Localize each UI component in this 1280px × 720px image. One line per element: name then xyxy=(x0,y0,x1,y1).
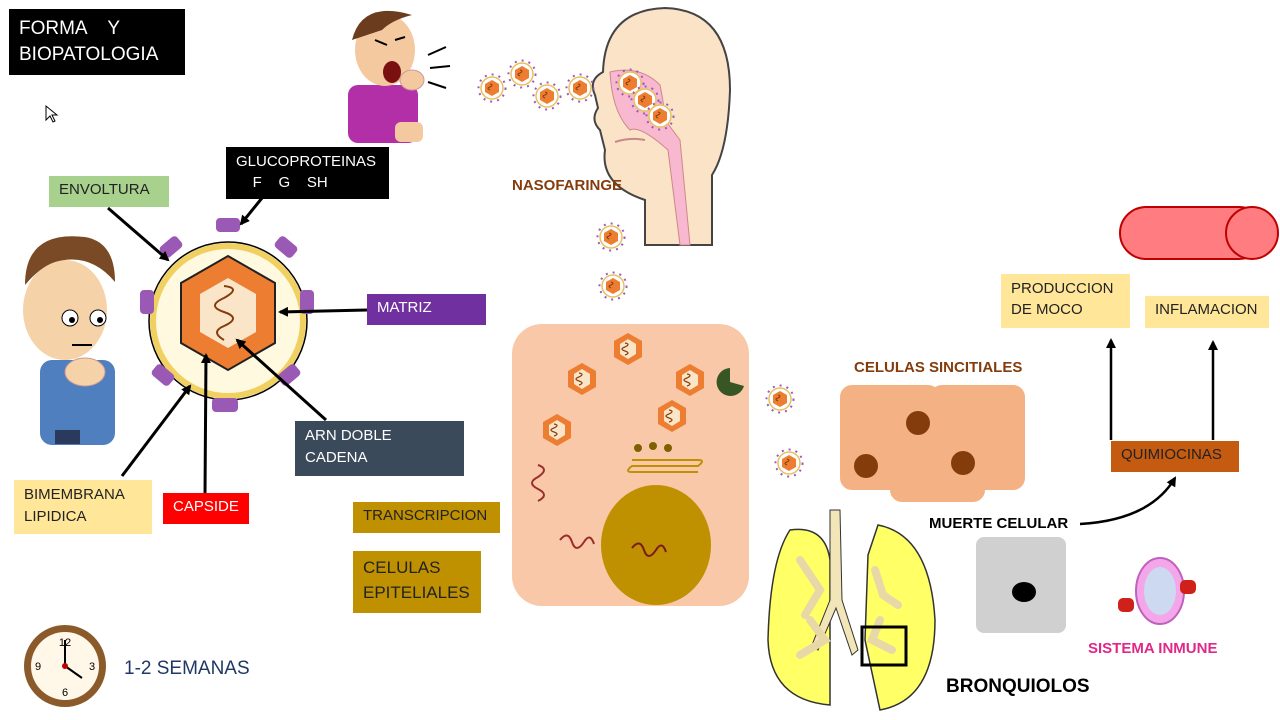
clock-number: 9 xyxy=(35,661,41,673)
label-celulas-epiteliales: CELULAS EPITELIALES xyxy=(353,551,481,613)
label-glucoproteinas: GLUCOPROTEINAS F G SH xyxy=(226,147,389,199)
virus-particle xyxy=(765,384,795,414)
lungs-illustration xyxy=(767,509,936,711)
clock-icon: 12 3 6 9 xyxy=(24,625,106,707)
thinking-person-illustration xyxy=(23,236,115,445)
label-sistema-inmune: SISTEMA INMUNE xyxy=(1088,640,1218,657)
label-capside: CAPSIDE xyxy=(163,493,249,524)
label-celulas-sincitiales: CELULAS SINCITIALES xyxy=(854,359,1023,376)
label-envoltura: ENVOLTURA xyxy=(49,176,169,207)
arrow-bimembrana xyxy=(120,384,192,477)
label-bimembrana-lipidica: BIMEMBRANA LIPIDICA xyxy=(14,480,152,534)
coughing-person-illustration xyxy=(348,10,451,143)
label-duracion: 1-2 SEMANAS xyxy=(124,658,250,679)
clock-number: 12 xyxy=(59,637,71,649)
arrow-arn xyxy=(235,338,328,422)
page-title: FORMA Y BIOPATOLOGIA xyxy=(9,9,185,75)
virus-particle xyxy=(596,222,626,252)
label-bronquiolos: BRONQUIOLOS xyxy=(946,676,1090,697)
label-muerte-celular: MUERTE CELULAR xyxy=(929,515,1069,532)
virus-particle xyxy=(532,81,562,111)
virus-particle xyxy=(598,271,628,301)
virus-particle xyxy=(477,73,507,103)
label-inflamacion: INFLAMACION xyxy=(1145,296,1269,328)
tube-illustration xyxy=(1119,206,1279,260)
virion-illustration xyxy=(140,218,314,412)
label-nasofaringe: NASOFARINGE xyxy=(512,177,623,194)
arrow-glucoproteinas xyxy=(239,197,264,226)
virus-particle xyxy=(565,73,595,103)
label-matriz: MATRIZ xyxy=(367,294,486,325)
syncytial-cells-illustration xyxy=(840,385,1025,502)
dead-cell-nucleus xyxy=(1012,582,1036,602)
arrow-capside xyxy=(200,353,211,495)
label-arn-doble-cadena: ARN DOBLE CADENA xyxy=(295,421,464,476)
virus-particle xyxy=(774,448,804,478)
arrow-matriz xyxy=(278,306,368,317)
label-quimiocinas: QUIMIOCINAS xyxy=(1111,441,1239,472)
arrow-envoltura xyxy=(107,206,170,262)
label-produccion-moco: PRODUCCION DE MOCO xyxy=(1001,274,1130,328)
mouse-cursor-icon xyxy=(45,104,59,123)
clock-number: 6 xyxy=(62,687,68,699)
clock-number: 3 xyxy=(89,661,95,673)
immune-cell-illustration xyxy=(1118,557,1196,625)
arrow-muerte-quimiocinas xyxy=(1079,476,1177,526)
virus-particle xyxy=(507,59,537,89)
label-transcripcion: TRANSCRIPCION xyxy=(353,502,500,533)
epithelial-cell-illustration xyxy=(512,324,749,606)
